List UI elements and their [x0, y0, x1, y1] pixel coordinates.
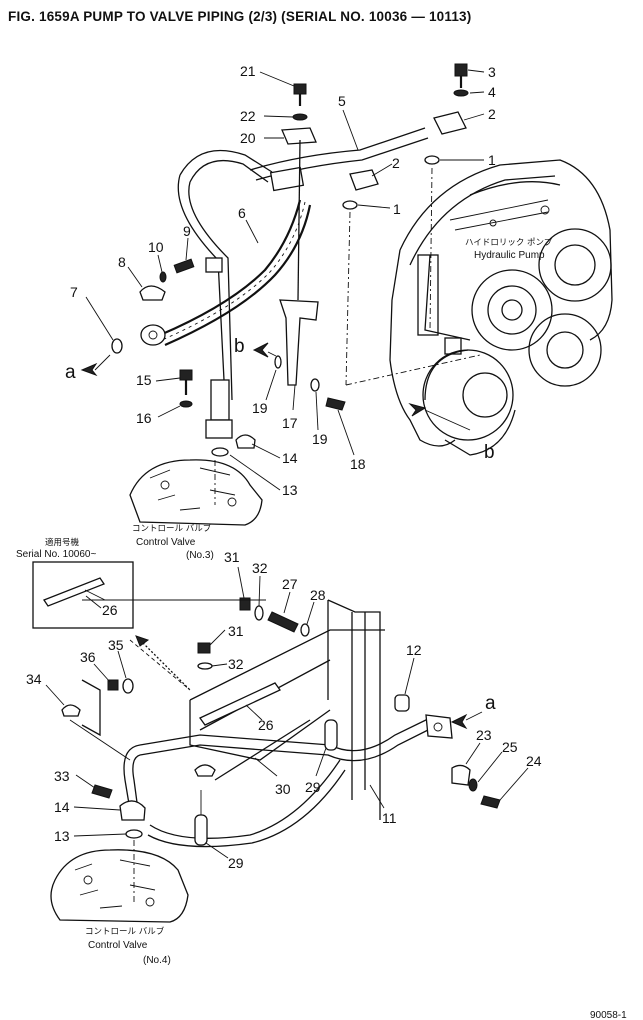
- control-valve-3-label: Control Valve: [136, 537, 196, 548]
- hydraulic-pump-label: Hydraulic Pump: [474, 250, 545, 261]
- callout-36: 36: [80, 649, 96, 665]
- callout-20: 20: [240, 130, 256, 146]
- callout-16: 16: [136, 410, 152, 426]
- callout-27: 27: [282, 576, 298, 592]
- callout-6: 6: [238, 205, 246, 221]
- control-valve-4-number: (No.4): [143, 955, 171, 966]
- callout-32-lower: 32: [228, 656, 244, 672]
- callout-17: 17: [282, 415, 298, 431]
- hydraulic-pump-jp-label: ハイドロリック ポンプ: [465, 238, 553, 248]
- callout-31-lower: 31: [228, 623, 244, 639]
- ref-a-upper: a: [65, 362, 76, 383]
- callout-14-lower: 14: [54, 799, 70, 815]
- callout-1-mid: 1: [393, 201, 401, 217]
- control-valve-4-label: Control Valve: [88, 940, 148, 951]
- callout-12: 12: [406, 642, 422, 658]
- figure-title: FIG. 1659A PUMP TO VALVE PIPING (2/3) (S…: [8, 9, 472, 24]
- callout-32-top: 32: [252, 560, 268, 576]
- callout-15: 15: [136, 372, 152, 388]
- callout-21: 21: [240, 63, 256, 79]
- callout-25: 25: [502, 739, 518, 755]
- callout-13-top: 13: [282, 482, 298, 498]
- hydraulic-pump-drawing: [389, 159, 613, 456]
- callout-1-top: 1: [488, 152, 496, 168]
- callout-29-mid: 29: [305, 779, 321, 795]
- callout-33: 33: [54, 768, 70, 784]
- callout-3: 3: [488, 64, 496, 80]
- callout-8: 8: [118, 254, 126, 270]
- callout-10: 10: [148, 239, 164, 255]
- callout-29-lower: 29: [228, 855, 244, 871]
- callout-23: 23: [476, 727, 492, 743]
- ref-a-lower: a: [485, 693, 496, 714]
- upper-piping-drawing: [80, 63, 481, 526]
- callout-4: 4: [488, 84, 496, 100]
- callout-34: 34: [26, 671, 42, 687]
- callout-26: 26: [258, 717, 274, 733]
- callout-19-right: 19: [312, 431, 328, 447]
- control-valve-3-jp-label: コントロール バルブ: [132, 523, 212, 534]
- ref-b-upper: b: [234, 336, 245, 357]
- footer-code: 90058-1: [590, 1010, 627, 1020]
- callout-2-mid: 2: [392, 155, 400, 171]
- serial-jp-label: 適用号機: [45, 537, 80, 548]
- callout-30: 30: [275, 781, 291, 797]
- lower-piping-drawing: [50, 597, 501, 923]
- callout-11: 11: [382, 810, 397, 826]
- callout-13-lower: 13: [54, 828, 70, 844]
- callout-14-top: 14: [282, 450, 298, 466]
- callout-5: 5: [338, 93, 346, 109]
- control-valve-3-number: (No.3): [186, 550, 214, 561]
- callout-26-inset: 26: [102, 602, 118, 618]
- control-valve-4-jp-label: コントロール バルブ: [85, 926, 165, 937]
- callout-31-top: 31: [224, 549, 240, 565]
- ref-b-right: b: [484, 442, 495, 463]
- callout-9: 9: [183, 223, 191, 239]
- callout-35: 35: [108, 637, 124, 653]
- callout-7: 7: [70, 284, 78, 300]
- callout-28: 28: [310, 587, 326, 603]
- callout-19-left: 19: [252, 400, 268, 416]
- serial-inset-box: [32, 561, 134, 629]
- callout-2-top: 2: [488, 106, 496, 122]
- callout-22: 22: [240, 108, 256, 124]
- callout-24: 24: [526, 753, 542, 769]
- callout-18: 18: [350, 456, 366, 472]
- part-callouts: 3 4 2 5 21 22 20 2 1 1 6 9 10 8 7 15 16 …: [26, 63, 542, 871]
- serial-note-label: Serial No. 10060~: [16, 549, 96, 560]
